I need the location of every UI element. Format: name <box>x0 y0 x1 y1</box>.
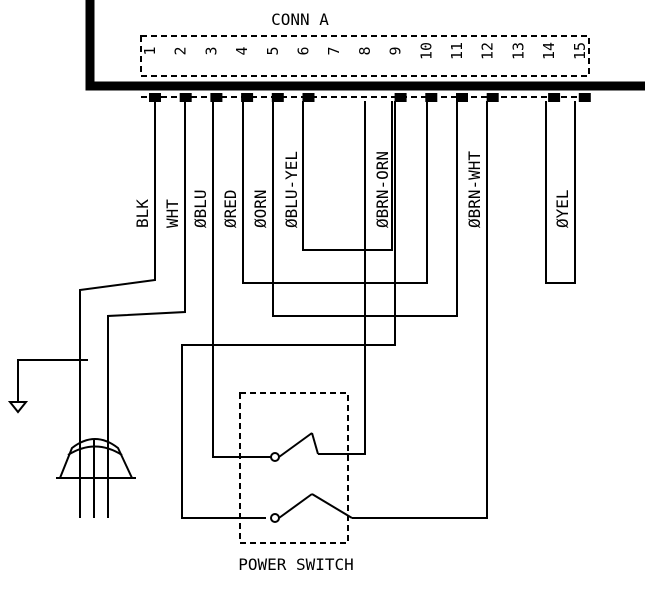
terminal-1 <box>149 93 161 102</box>
pin-number-10: 10 <box>417 42 435 60</box>
wire-blu <box>212 101 272 458</box>
pin-number-12: 12 <box>479 42 497 60</box>
wire-label-pin-5: ØORN <box>251 189 270 228</box>
wire-blu-yel-top <box>302 101 393 251</box>
terminal-11 <box>456 93 468 102</box>
wire-blk <box>79 101 156 515</box>
wire-switch-upper <box>318 101 366 455</box>
terminal-2 <box>179 93 192 102</box>
wire-yel <box>545 101 576 284</box>
wire-label-pin-1: BLK <box>133 199 152 228</box>
power-switch-contacts <box>270 432 353 523</box>
wire-label-pin-15: ØYEL <box>553 189 572 228</box>
pin-number-11: 11 <box>448 42 466 60</box>
wire-brn-wht <box>352 101 488 519</box>
pin-number-15: 15 <box>571 42 589 60</box>
pin-number-5: 5 <box>264 46 282 55</box>
pin-number-3: 3 <box>202 46 220 55</box>
wire-label-pin-6: ØBLU-YEL <box>282 151 301 228</box>
pin-number-9: 9 <box>387 46 405 55</box>
terminal-5 <box>271 93 284 102</box>
wire-label-pin-3: ØBLU <box>191 189 210 228</box>
wire-label-pin-4: ØRED <box>221 189 240 228</box>
wires <box>79 101 576 519</box>
pin-number-box <box>140 35 590 77</box>
wire-label-pin-12: ØBRN-WHT <box>465 151 484 228</box>
pin-number-13: 13 <box>509 42 527 60</box>
wire-wht <box>107 101 186 515</box>
terminal-6 <box>302 93 315 102</box>
connector-title: CONN A <box>271 10 329 29</box>
pin-number-14: 14 <box>540 42 558 60</box>
terminal-4 <box>241 93 254 102</box>
terminals <box>149 93 591 102</box>
terminal-3 <box>210 93 223 102</box>
pin-number-8: 8 <box>356 46 374 55</box>
terminal-15 <box>578 93 591 102</box>
wire-brn-orn <box>181 101 396 519</box>
terminal-12 <box>486 93 499 102</box>
wire-label-pin-9: ØBRN-ORN <box>373 151 392 228</box>
pin-number-2: 2 <box>172 46 190 55</box>
plug-symbol <box>56 438 136 518</box>
wire-labels: BLK WHT ØBLU ØRED ØORN ØBLU-YEL ØBRN-ORN ØBRN-W… <box>133 151 572 228</box>
wire-label-pin-2: WHT <box>163 199 182 228</box>
connector-housing <box>85 0 645 91</box>
terminal-10 <box>425 93 438 102</box>
ground-symbol <box>7 359 88 414</box>
terminal-14 <box>548 93 561 102</box>
pin-number-6: 6 <box>295 46 313 55</box>
pin-number-4: 4 <box>233 46 251 55</box>
terminal-9 <box>394 93 407 102</box>
power-switch-box <box>239 392 349 544</box>
pin-number-7: 7 <box>325 46 343 55</box>
wire-red <box>242 101 428 284</box>
power-switch-label: POWER SWITCH <box>238 555 354 574</box>
pin-number-1: 1 <box>141 46 159 55</box>
